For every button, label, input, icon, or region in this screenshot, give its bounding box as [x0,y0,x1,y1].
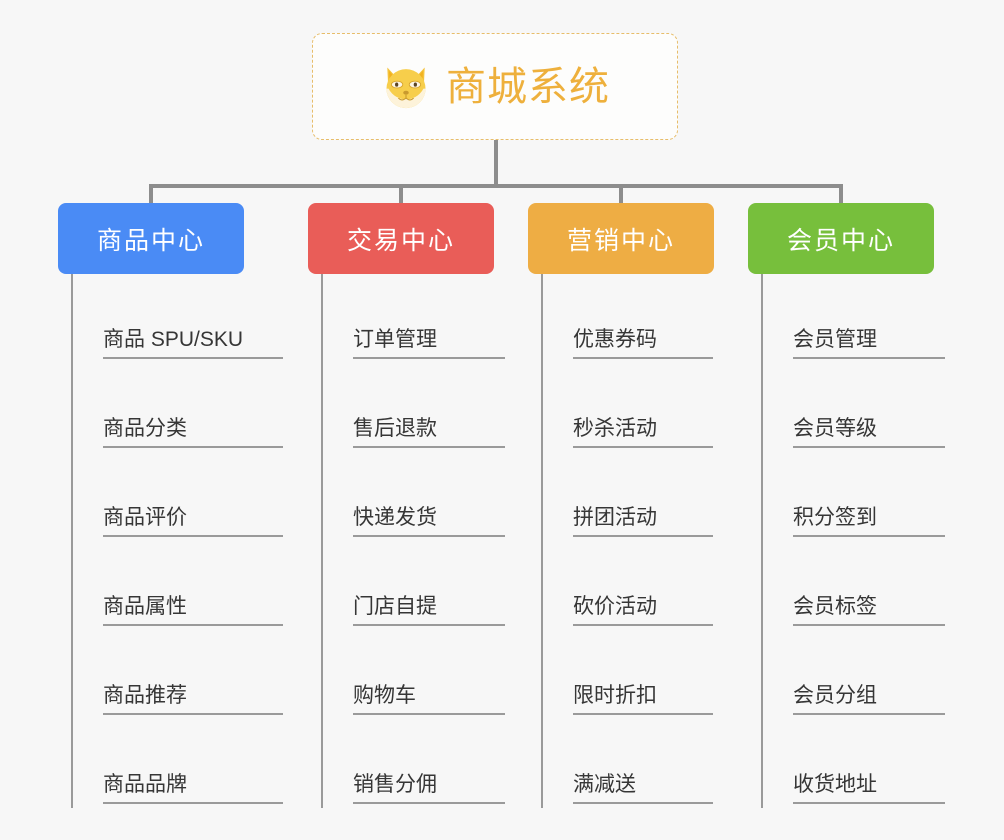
category-label-4: 会员中心 [786,226,895,255]
leaf-label: 快递发货 [353,506,505,537]
leaf-label: 商品品牌 [103,773,283,804]
category-label-3: 营销中心 [566,226,675,255]
list-item[interactable]: 会员管理 [763,274,945,363]
list-item[interactable]: 商品属性 [73,541,283,630]
leaf-label: 积分签到 [793,506,945,537]
category-label-1: 商品中心 [96,226,205,255]
list-item[interactable]: 优惠券码 [543,274,714,363]
list-item[interactable]: 会员分组 [763,630,945,719]
leaf-label: 售后退款 [353,417,505,448]
list-item[interactable]: 购物车 [323,630,505,719]
connector-drop-1 [149,184,153,206]
leaf-label: 收货地址 [793,773,945,804]
leaf-label: 会员等级 [793,417,945,448]
root-node[interactable]: 商城系统 [312,33,678,140]
connector-drop-4 [839,184,843,206]
category-box-4[interactable]: 会员中心 [748,203,934,274]
leaf-list-4: 会员管理 会员等级 积分签到 会员标签 会员分组 收货地址 [761,274,945,808]
leaf-label: 购物车 [353,684,505,715]
connector-horizontal-bus [149,184,843,188]
connector-root-stem [494,140,498,187]
connector-drop-3 [619,184,623,206]
category-box-1[interactable]: 商品中心 [58,203,244,274]
leaf-label: 秒杀活动 [573,417,713,448]
list-item[interactable]: 会员标签 [763,541,945,630]
leaf-label: 优惠券码 [573,328,713,359]
leaf-label: 会员标签 [793,595,945,626]
leaf-label: 会员管理 [793,328,945,359]
leaf-label: 会员分组 [793,684,945,715]
list-item[interactable]: 积分签到 [763,452,945,541]
list-item[interactable]: 砍价活动 [543,541,714,630]
list-item[interactable]: 商品评价 [73,452,283,541]
dog-face-icon [386,67,426,108]
leaf-label: 砍价活动 [573,595,713,626]
category-label-2: 交易中心 [346,226,455,255]
list-item[interactable]: 门店自提 [323,541,505,630]
category-column-4: 会员中心 会员管理 会员等级 积分签到 会员标签 会员分组 收货地址 [748,203,945,808]
list-item[interactable]: 拼团活动 [543,452,714,541]
list-item[interactable]: 限时折扣 [543,630,714,719]
leaf-label: 订单管理 [353,328,505,359]
list-item[interactable]: 秒杀活动 [543,363,714,452]
category-box-2[interactable]: 交易中心 [308,203,494,274]
leaf-label: 商品分类 [103,417,283,448]
leaf-label: 满减送 [573,773,713,804]
leaf-label: 商品属性 [103,595,283,626]
list-item[interactable]: 商品品牌 [73,719,283,808]
list-item[interactable]: 商品 SPU/SKU [73,274,283,363]
list-item[interactable]: 商品分类 [73,363,283,452]
leaf-label: 拼团活动 [573,506,713,537]
leaf-label: 商品 SPU/SKU [103,328,283,359]
root-title: 商城系统 [446,64,610,109]
leaf-label: 销售分佣 [353,773,505,804]
category-column-2: 交易中心 订单管理 售后退款 快递发货 门店自提 购物车 销售分佣 [308,203,505,808]
list-item[interactable]: 商品推荐 [73,630,283,719]
category-column-3: 营销中心 优惠券码 秒杀活动 拼团活动 砍价活动 限时折扣 满减送 [528,203,714,808]
leaf-label: 限时折扣 [573,684,713,715]
category-box-3[interactable]: 营销中心 [528,203,714,274]
list-item[interactable]: 订单管理 [323,274,505,363]
leaf-list-3: 优惠券码 秒杀活动 拼团活动 砍价活动 限时折扣 满减送 [541,274,714,808]
list-item[interactable]: 满减送 [543,719,714,808]
leaf-list-2: 订单管理 售后退款 快递发货 门店自提 购物车 销售分佣 [321,274,505,808]
leaf-label: 商品评价 [103,506,283,537]
leaf-label: 商品推荐 [103,684,283,715]
list-item[interactable]: 销售分佣 [323,719,505,808]
list-item[interactable]: 快递发货 [323,452,505,541]
list-item[interactable]: 会员等级 [763,363,945,452]
connector-drop-2 [399,184,403,206]
list-item[interactable]: 售后退款 [323,363,505,452]
leaf-label: 门店自提 [353,595,505,626]
list-item[interactable]: 收货地址 [763,719,945,808]
category-column-1: 商品中心 商品 SPU/SKU 商品分类 商品评价 商品属性 商品推荐 商品品牌 [58,203,283,808]
leaf-list-1: 商品 SPU/SKU 商品分类 商品评价 商品属性 商品推荐 商品品牌 [71,274,283,808]
